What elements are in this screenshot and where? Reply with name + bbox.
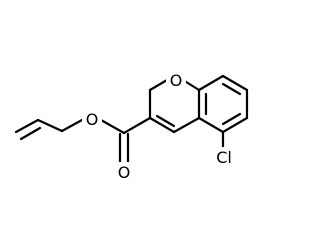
bond-c8a-c8: [197, 74, 225, 92]
bond-ch2-o: [60, 118, 84, 133]
molecule-drawing: O O O Cl: [14, 70, 249, 182]
ring-oxygen-label: O: [170, 71, 183, 90]
bond-c4-c4a: [172, 116, 201, 134]
bond-c6-c5-double: [221, 112, 242, 126]
bond-vinyl-1-double: [19, 126, 42, 141]
bond-c6-c5: [221, 116, 249, 134]
bond-c8-c7-double: [221, 82, 242, 96]
bond-c3-c4-double: [155, 114, 176, 128]
bond-c5-c4a: [197, 116, 225, 134]
bond-vinyl-1: [14, 118, 40, 134]
ester-oxygen-label: O: [86, 110, 99, 129]
structure-canvas: O O O Cl: [14, 70, 249, 182]
bond-c8-c7: [221, 74, 249, 92]
bond-c2-o1: [148, 78, 169, 92]
bond-o-carbonyl-carbon: [99, 118, 126, 135]
bond-vinyl-2: [36, 118, 64, 133]
bond-carbonyl-carbon-c3: [122, 116, 152, 135]
carbonyl-oxygen-label: O: [118, 163, 131, 182]
chlorine-label: Cl: [216, 148, 232, 167]
bond-c3-c4: [148, 116, 176, 134]
